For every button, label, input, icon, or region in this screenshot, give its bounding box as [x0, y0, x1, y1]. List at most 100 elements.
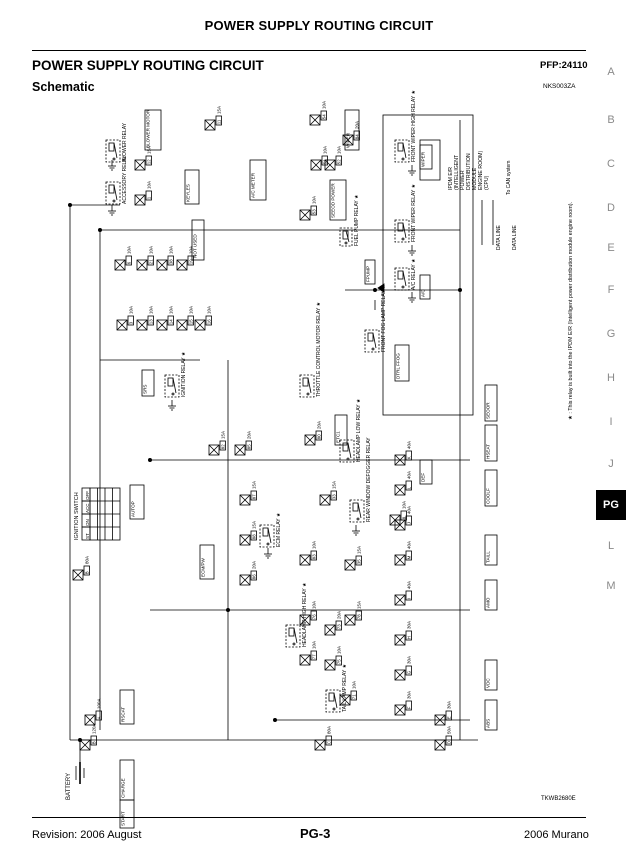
ipdm-outline [382, 114, 474, 416]
relay-tail-lamp-relay-coil [328, 692, 335, 702]
relay-front-wiper-relay-box [394, 219, 410, 243]
circuit-vdc-text: VDC [486, 678, 491, 688]
fuse-10a-13 [136, 319, 148, 331]
fuse-15a-11-code: 11 [217, 119, 222, 124]
fuse-20a-80-code: 80 [317, 434, 322, 439]
fuse-50a-d-code-box [445, 735, 452, 746]
fuse-80a-c [314, 739, 326, 751]
fuse-20a-84 [342, 134, 354, 146]
relay-tail-lamp-relay-label: TAIL LAMP RELAY ★ [342, 663, 348, 712]
circuit-rscat-box [119, 689, 135, 725]
fuse-15a-82-x2 [208, 444, 220, 456]
circuit-abs-text: ABS [486, 719, 491, 728]
fuse-40a-l-code-box [405, 480, 412, 491]
fuse-80a-b-code: B [85, 571, 90, 574]
relay-throttle-control-motor-relay-label: THROTTLE CONTROL MOTOR RELAY ★ [316, 301, 322, 397]
relay-front-fog-lamp-relay-coil [367, 332, 374, 342]
relay-blower-relay-node [112, 157, 116, 161]
relay-headlamp-high-relay-box [285, 624, 301, 648]
fuse-10a-19-code: 19 [189, 259, 194, 264]
fuse-100a-a-code-box [95, 710, 102, 721]
relay-fuel-pump-relay-node [344, 241, 348, 245]
relay-rear-window-defogger-relay-label: REAR WINDOW DEFOGGER RELAY [366, 437, 372, 522]
fuse-10a-14-code-box [167, 315, 174, 326]
fuse-10a-19-x2 [176, 259, 188, 271]
fuse-10a-16 [194, 319, 206, 331]
fuse-15a-88-rating: 15A [252, 521, 257, 529]
relay-front-wiper-high-relay-label: FRONT WIPER HIGH RELAY ★ [411, 89, 417, 162]
circuit-blower-motor-box [144, 109, 162, 151]
side-tab-b[interactable]: B [607, 114, 615, 126]
relay-headlamp-high-relay-node [292, 642, 296, 646]
junction-dot [68, 202, 73, 207]
side-tab-h[interactable]: H [607, 372, 615, 384]
side-tab-j[interactable]: J [608, 458, 614, 470]
relay-throttle-control-motor-relay-coil [302, 377, 309, 387]
relay-ignition-relay-box [164, 374, 180, 398]
fuse-20a-73-rating: 20A [337, 611, 342, 619]
fuse-30a-h-code: H [407, 636, 412, 639]
side-tab-m[interactable]: M [606, 580, 616, 592]
fuse-30a-h [394, 634, 406, 646]
fuse-10a-53-x2 [299, 209, 311, 221]
fuse-10a-52-x2 [324, 159, 336, 171]
fuse-80a-b [72, 569, 84, 581]
relay-rear-window-defogger-relay-box [349, 499, 365, 523]
side-tab-g[interactable]: G [606, 328, 616, 340]
fuse-20a-80-x2 [304, 434, 316, 446]
side-tab-c[interactable]: C [607, 158, 615, 170]
circuit-amo-text: AMO [486, 597, 491, 608]
fuse-10a-16-code-box [205, 315, 212, 326]
fuse-40a-j [394, 519, 406, 531]
side-tab-d[interactable]: D [607, 202, 615, 214]
fuse-10a-21-code: 21 [149, 259, 154, 264]
circuit-keyles-text: KEYLES [186, 184, 191, 202]
fuse-15a-35-x2 [344, 559, 356, 571]
junction-dot [372, 287, 377, 292]
fuse-15a-11 [204, 119, 216, 131]
fuse-30a-e-x2 [434, 714, 446, 726]
circuit-not-used-text: NOT USED [193, 234, 198, 258]
fuse-10a-14 [156, 319, 168, 331]
relay-front-fog-lamp-relay-box [364, 329, 380, 353]
fuse-10a-19-code-box [187, 255, 194, 266]
fuse-10a-1-rating: 10A [147, 181, 152, 189]
relay-ignition-relay-label: IGNITION RELAY ★ [181, 351, 187, 397]
fuse-10a-8-code: 8 [402, 516, 407, 519]
ignition-switch-pos-on: ON [85, 519, 90, 526]
ignition-switch-pos-st: ST [85, 533, 90, 539]
relay-headlamp-low-relay-node [346, 457, 350, 461]
fuse-10a-54-code-box [320, 110, 327, 121]
fuse-30a-h-rating: 30A [407, 621, 412, 629]
side-tab-e[interactable]: E [607, 242, 615, 254]
relay-a-c-relay-contact [402, 270, 407, 287]
side-tab-i[interactable]: I [609, 416, 613, 428]
circuit-vdc-box [484, 659, 498, 691]
fuse-30a-e-rating: 30A [447, 701, 452, 709]
fuse-15a-87 [239, 494, 251, 506]
relay-headlamp-low-relay-label: HEADLAMP LOW RELAY ★ [356, 398, 362, 462]
circuit-coolf-box [484, 469, 498, 507]
relay-note: ★ : This relay is built into the IPDM E/… [568, 202, 574, 420]
circuit-seeod-power-text: SEEOD POWER [331, 183, 336, 218]
junction-dot [457, 287, 462, 292]
footer-page-number: PG-3 [300, 826, 331, 841]
relay-tail-lamp-relay-contact [333, 692, 338, 709]
side-tab-pg[interactable]: PG [596, 490, 626, 520]
side-tab-a[interactable]: A [607, 66, 615, 78]
fuse-15a-12 [134, 159, 146, 171]
fuse-10a-3-rating: 10A [129, 306, 134, 314]
fuse-10a-16-code: 16 [207, 319, 212, 324]
fuse-40a-i-code: I [407, 598, 412, 599]
fuse-40a-m-code: M [407, 555, 412, 559]
fuse-50a-d [434, 739, 446, 751]
fuse-20a-85-code: 85 [247, 444, 252, 449]
fuse-15a-35-rating: 15A [357, 546, 362, 554]
side-tab-l[interactable]: L [607, 540, 615, 552]
fuse-10a-77 [299, 654, 311, 666]
fuse-15a-82-code: 82 [221, 444, 226, 449]
fuse-50a-d-x2 [434, 739, 446, 751]
junction-dot [272, 718, 277, 723]
side-tab-f[interactable]: F [607, 284, 615, 296]
fuse-10a-54-code: 54 [322, 114, 327, 119]
